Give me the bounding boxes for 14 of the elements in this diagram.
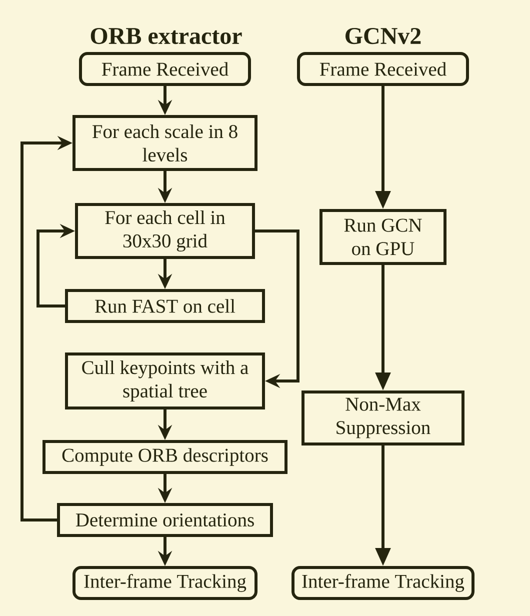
process-box: Cull keypoints with a spatial tree <box>65 352 265 410</box>
process-box: For each scale in 8 levels <box>72 115 258 171</box>
terminal-box: Frame Received <box>297 52 469 86</box>
process-box: Run FAST on cell <box>65 289 265 323</box>
process-box: Non-Max Suppression <box>302 390 464 446</box>
process-box: Run GCN on GPU <box>320 209 446 265</box>
process-box: Determine orientations <box>57 503 273 537</box>
terminal-box: Inter-frame Tracking <box>292 566 474 600</box>
arrow <box>255 230 300 388</box>
terminal-box: Frame Received <box>79 52 251 86</box>
column-title: ORB extractor <box>90 28 242 44</box>
process-box: Compute ORB descriptors <box>42 440 288 474</box>
terminal-box: Inter-frame Tracking <box>72 566 258 600</box>
process-box: For each cell in 30x30 grid <box>75 203 255 259</box>
